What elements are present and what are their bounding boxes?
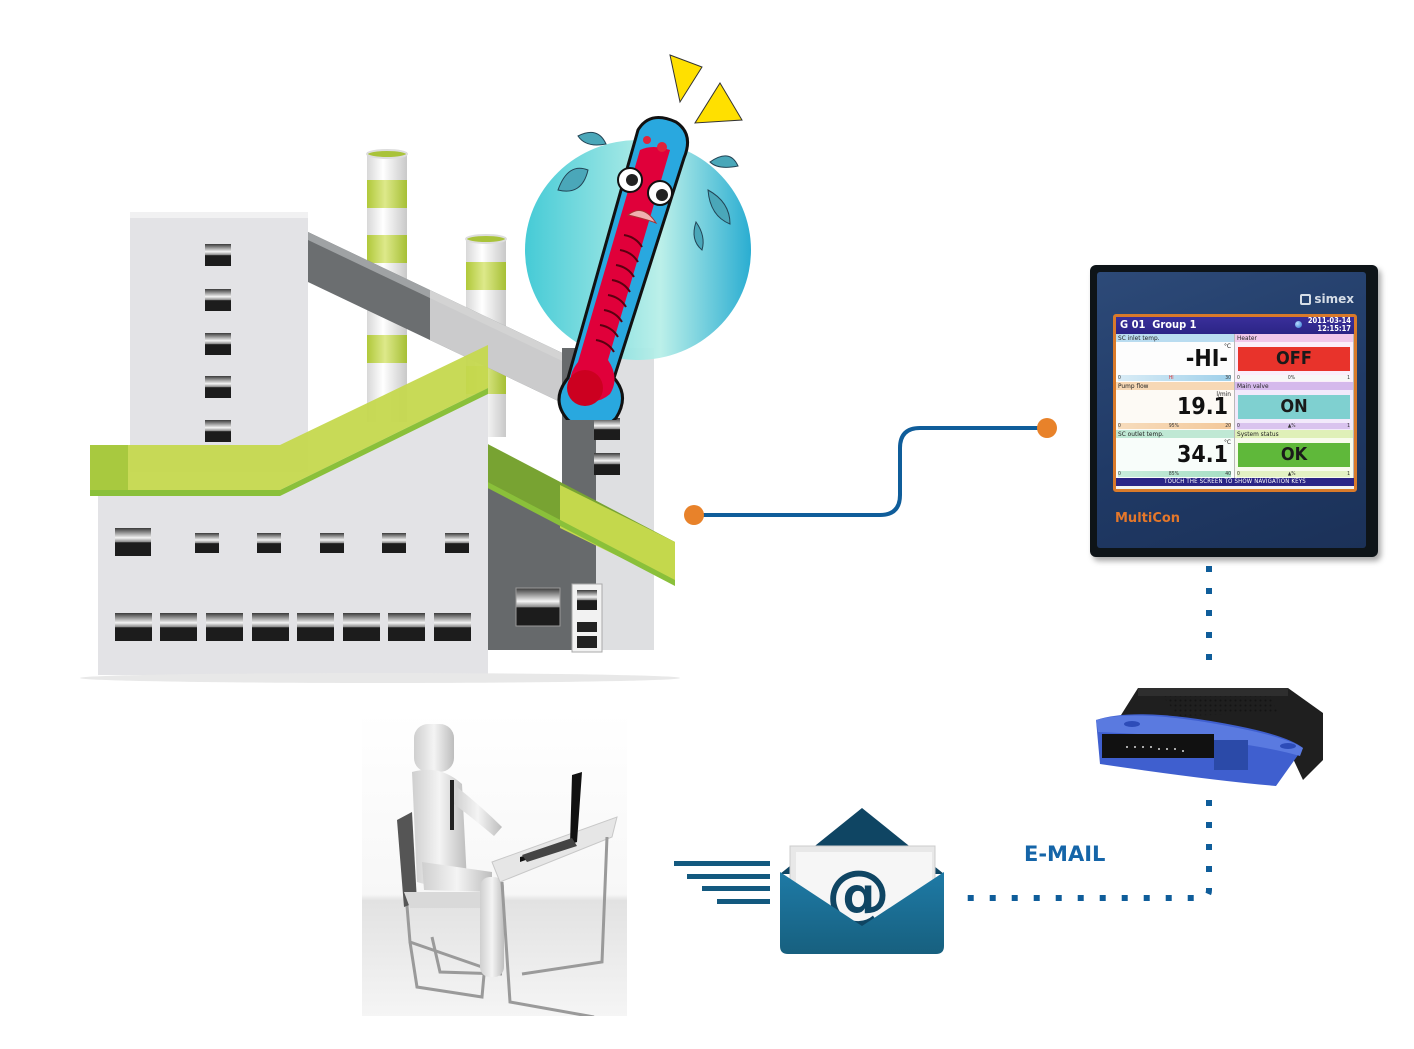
globe-icon [1295, 321, 1302, 328]
group-title: G 01 Group 1 [1120, 318, 1197, 331]
brand-logo: simex [1300, 292, 1354, 306]
tile-state: OFF [1238, 347, 1350, 371]
speed-lines-icon [674, 861, 770, 904]
email-label: E-MAIL [1024, 842, 1106, 866]
tile-state: OK [1238, 443, 1350, 467]
email-envelope-icon: @ [674, 808, 944, 954]
screen-footer-hint: TOUCH THE SCREEN TO SHOW NAVIGATION KEYS [1116, 478, 1354, 486]
tile-system-status[interactable]: System status OK 0▲%1 [1235, 430, 1354, 478]
operator-at-laptop [362, 712, 627, 1016]
cable-endpoint [1037, 418, 1057, 438]
overheating-thermometer [520, 50, 760, 420]
network-router [1088, 668, 1328, 798]
router-email-link [962, 800, 1212, 901]
simex-logo-icon [1300, 294, 1312, 305]
windows [115, 613, 471, 641]
model-name: MultiCon [1115, 511, 1181, 526]
alert-mark-icon [694, 82, 743, 124]
factory-controller-cable [694, 426, 1046, 517]
email-envelope: @ [672, 806, 950, 958]
tile-scale: 0▲%1 [1237, 423, 1350, 429]
alert-mark-icon [669, 54, 703, 104]
router-icon [1096, 688, 1323, 786]
door [571, 583, 603, 653]
laptop-icon [520, 772, 582, 862]
tile-scale: 0▲%1 [1237, 471, 1350, 477]
factory [80, 140, 700, 690]
tile-value: 34.1 [1176, 442, 1228, 468]
factory-illustration [80, 149, 680, 683]
thermometer-icon [525, 54, 751, 420]
operator-illustration [362, 712, 627, 1016]
tile-main-valve[interactable]: Main valve ON 0▲%1 [1235, 382, 1354, 430]
tile-value: -HI- [1185, 346, 1228, 372]
windows [115, 528, 469, 556]
tile-value: 19.1 [1176, 394, 1228, 420]
tile-state: ON [1238, 395, 1350, 419]
windows [205, 244, 231, 442]
cable-endpoint [684, 505, 704, 525]
